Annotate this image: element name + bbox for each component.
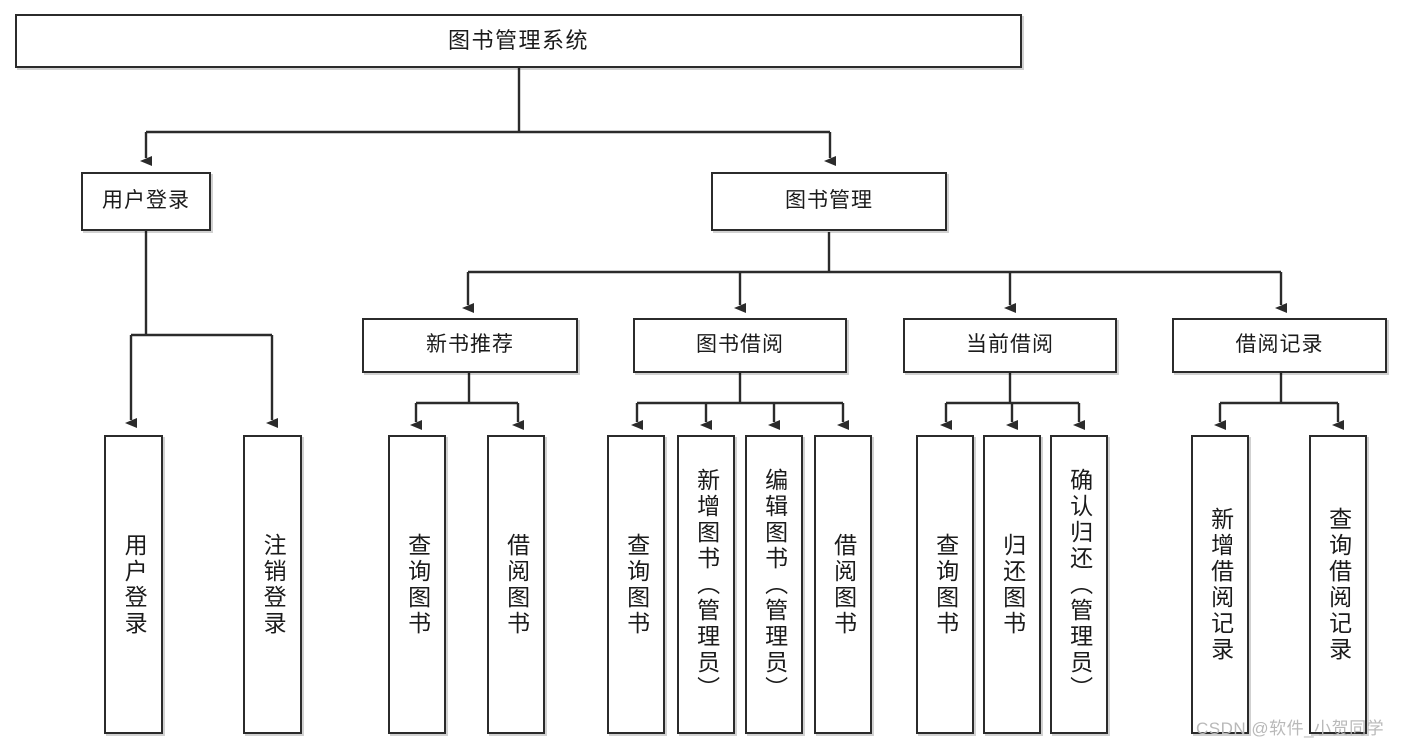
leaf-borrow-borrow-book[interactable]: 借阅图书	[814, 435, 872, 734]
node-label: 查询图书	[623, 532, 650, 637]
node-current-borrow[interactable]: 当前借阅	[903, 318, 1117, 373]
node-label: 图书管理	[785, 189, 873, 213]
leaf-borrow-query-book[interactable]: 查询图书	[607, 435, 665, 734]
leaf-user-login-login[interactable]: 用户登录	[104, 435, 163, 734]
node-label: 借阅记录	[1235, 333, 1324, 357]
node-label: 新书推荐	[426, 333, 514, 357]
node-label: 借阅图书	[503, 532, 530, 637]
csdn-watermark: CSDN @软件_小贺同学	[1196, 719, 1385, 738]
leaf-record-add[interactable]: 新增借阅记录	[1191, 435, 1249, 734]
node-label: 新增借阅记录	[1207, 506, 1234, 663]
leaf-borrow-edit-book[interactable]: 编辑图书（管理员）	[745, 435, 803, 734]
node-label: 归还图书	[999, 532, 1026, 637]
node-label: 用户登录	[102, 189, 190, 213]
node-book-borrow[interactable]: 图书借阅	[633, 318, 847, 373]
node-label: 查询图书	[404, 532, 431, 637]
leaf-current-return-book[interactable]: 归还图书	[983, 435, 1041, 734]
node-label: 确认归还（管理员）	[1066, 467, 1093, 702]
leaf-record-query[interactable]: 查询借阅记录	[1309, 435, 1367, 734]
node-book-management[interactable]: 图书管理	[711, 172, 947, 231]
node-new-book-recommend[interactable]: 新书推荐	[362, 318, 578, 373]
node-root-library-system[interactable]: 图书管理系统	[15, 14, 1022, 68]
node-label: 用户登录	[121, 532, 148, 637]
leaf-user-login-logout[interactable]: 注销登录	[243, 435, 302, 734]
node-label: 编辑图书（管理员）	[761, 467, 788, 702]
node-label: 当前借阅	[966, 333, 1054, 357]
node-label: 注销登录	[260, 532, 287, 637]
node-label: 图书借阅	[696, 333, 784, 357]
leaf-borrow-add-book[interactable]: 新增图书（管理员）	[677, 435, 735, 734]
node-user-login[interactable]: 用户登录	[81, 172, 211, 231]
node-label: 图书管理系统	[447, 28, 589, 54]
leaf-new-book-query[interactable]: 查询图书	[388, 435, 446, 734]
node-borrow-record[interactable]: 借阅记录	[1172, 318, 1387, 373]
leaf-new-book-borrow[interactable]: 借阅图书	[487, 435, 545, 734]
leaf-current-confirm-return[interactable]: 确认归还（管理员）	[1050, 435, 1108, 734]
node-label: 查询借阅记录	[1325, 506, 1352, 663]
node-label: 借阅图书	[830, 532, 857, 637]
leaf-current-query-book[interactable]: 查询图书	[916, 435, 974, 734]
node-label: 新增图书（管理员）	[693, 467, 720, 702]
node-label: 查询图书	[932, 532, 959, 637]
